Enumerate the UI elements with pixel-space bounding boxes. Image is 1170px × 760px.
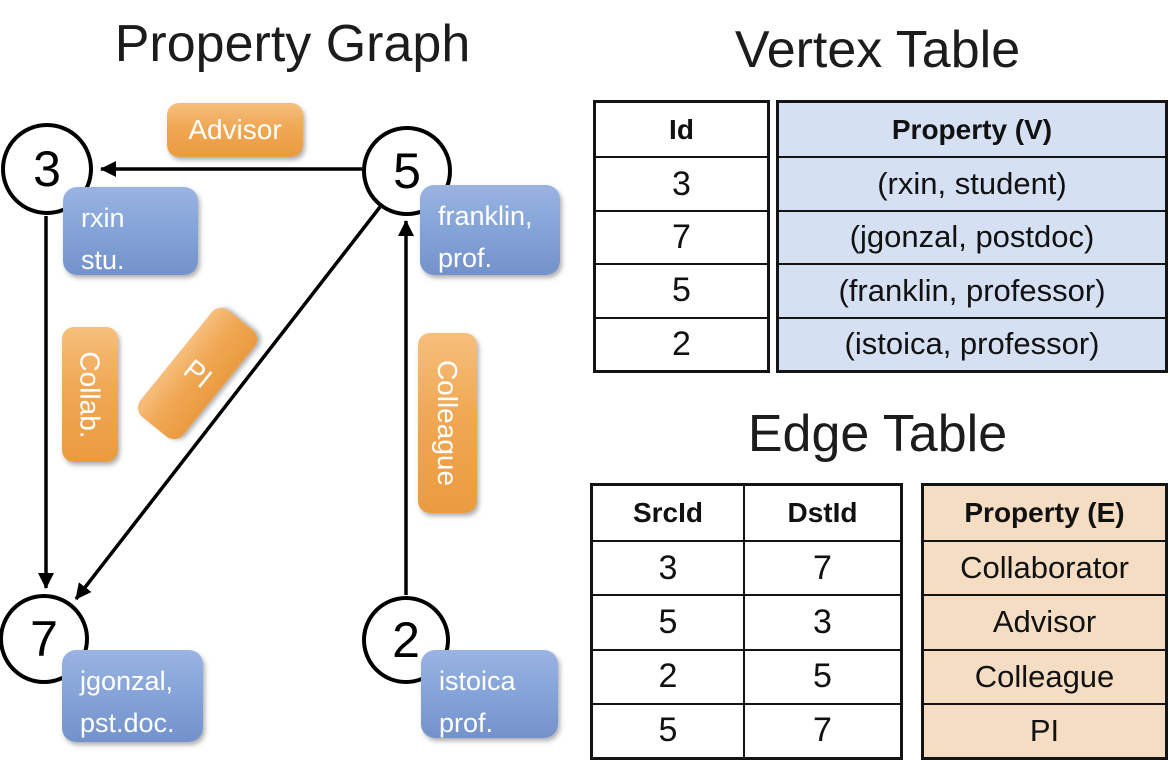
vertex-table-header-property: Property (V)	[779, 103, 1165, 157]
edge-table-dst-cell: 7	[743, 542, 900, 595]
edge-table-src-cell: 3	[658, 548, 678, 587]
edge-label-pi-text: PI	[177, 352, 218, 394]
node-7-id: 7	[30, 611, 58, 667]
vertex-table-property-cell: (jgonzal, postdoc)	[779, 211, 1165, 264]
vertex-table-property-cell: (franklin, professor)	[779, 265, 1165, 317]
vertex-prop-line: franklin,	[438, 201, 533, 231]
vertex-table-property-cell: (rxin, student)	[779, 158, 1165, 210]
edge-table-property-cell: PI	[924, 704, 1165, 757]
edge-table-header-dstid: DstId	[743, 486, 900, 541]
node-3-id: 3	[33, 141, 61, 197]
vertex-table-property-column: Property (V) (rxin, student) (jgonzal, p…	[776, 100, 1168, 373]
vertex-property-box-jgonzal: jgonzal, pst.doc.	[62, 650, 203, 742]
vertex-prop-line: prof.	[439, 708, 494, 738]
edge-table-header-property: Property (E)	[924, 486, 1165, 541]
vertex-property-box-istoica: istoica prof.	[421, 650, 558, 738]
edge-table-title: Edge Table	[747, 405, 1008, 463]
edge-table-dst-cell: 5	[743, 650, 900, 703]
vertex-table-property-cell: (istoica, professor)	[779, 318, 1165, 370]
vertex-prop-line: stu.	[81, 245, 125, 275]
vertex-table-header-id: Id	[669, 113, 694, 145]
graph-node-2: 2	[362, 596, 450, 684]
edge-label-colleague-text: Colleague	[432, 359, 464, 487]
property-graph-title: Property Graph	[114, 15, 471, 73]
vertex-table-id-cell: 3	[672, 164, 691, 203]
edge-label-collab-text: Collab.	[75, 350, 107, 439]
graph-node-5: 5	[362, 126, 452, 216]
edge-label-collab: Collab.	[62, 327, 118, 462]
vertex-table-title: Vertex Table	[734, 21, 1021, 79]
edge-table-src-cell: 5	[658, 602, 678, 641]
edge-table-src-cell: 5	[658, 711, 678, 750]
vertex-prop-line: prof.	[438, 243, 493, 273]
node-5-id: 5	[393, 143, 421, 199]
edge-table-property-column: Property (E) Collaborator Advisor Collea…	[921, 483, 1168, 760]
vertex-table-id-cell: 2	[672, 324, 691, 363]
vertex-table-id-column: Id 3 7 5 2	[593, 100, 770, 373]
edge-table-header-srcid: SrcId	[632, 497, 704, 529]
edge-arrow-pi-5-to-7	[74, 205, 382, 601]
vertex-prop-line: rxin	[81, 203, 125, 233]
edge-table-property-cell: Collaborator	[924, 542, 1165, 595]
vertex-prop-line: istoica	[439, 666, 516, 696]
edge-table-src-cell: 2	[658, 657, 678, 696]
edge-label-advisor-text: Advisor	[188, 114, 282, 145]
edge-label-advisor: Advisor	[167, 103, 303, 157]
vertex-property-box-rxin: rxin stu.	[63, 187, 198, 275]
graph-edges-layer	[38, 161, 414, 601]
vertex-prop-line: jgonzal,	[80, 666, 174, 696]
edge-table-property-cell: Advisor	[924, 596, 1165, 649]
edge-table-id-columns: SrcId DstId 3 7 5 3 2 5 5 7	[590, 483, 903, 760]
node-2-id: 2	[392, 612, 420, 668]
edge-table-dst-cell: 7	[743, 704, 900, 757]
vertex-table-id-cell: 7	[672, 217, 691, 256]
edge-table-property-cell: Colleague	[924, 650, 1165, 703]
edge-table-dst-cell: 3	[743, 596, 900, 649]
edge-label-colleague: Colleague	[418, 333, 477, 513]
vertex-prop-line: pst.doc.	[80, 708, 175, 738]
vertex-table-id-cell: 5	[672, 271, 691, 310]
vertex-property-box-franklin: franklin, prof.	[420, 185, 560, 275]
